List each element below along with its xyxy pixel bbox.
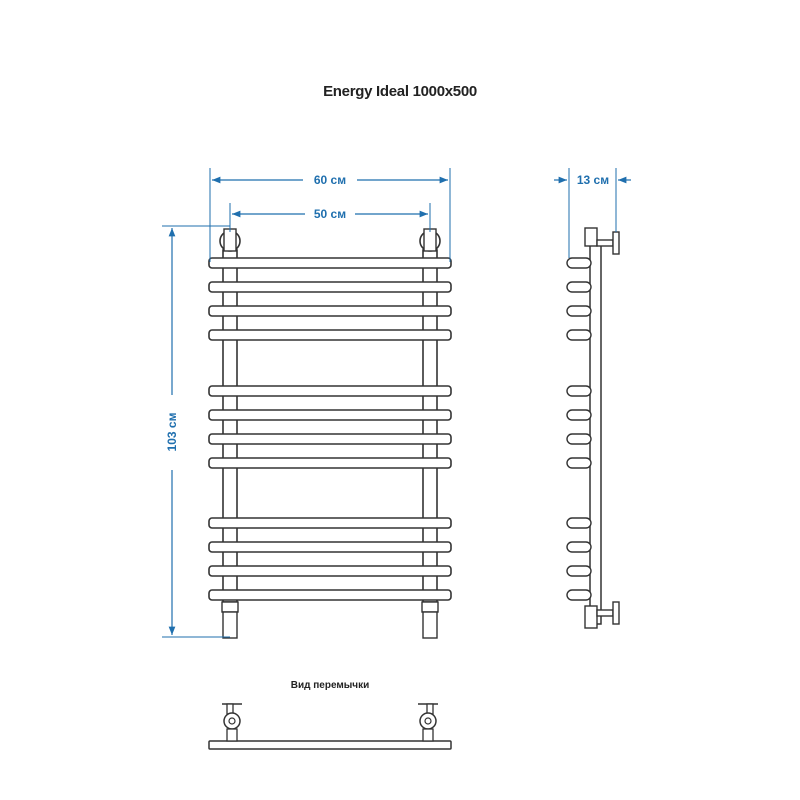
side-bar-1 — [566, 257, 592, 269]
front-bar-9 — [208, 517, 452, 529]
jumper-right-valve — [418, 703, 438, 742]
front-bar-1 — [208, 257, 452, 269]
front-bar-2 — [208, 281, 452, 293]
side-bar-4 — [566, 329, 592, 341]
dimension-height: 103 см — [162, 225, 230, 638]
overall-width-label: 60 см — [314, 173, 346, 187]
side-top-tap — [584, 227, 620, 255]
diagram-title: Energy Ideal 1000x500 — [323, 83, 477, 100]
side-bar-9 — [566, 517, 592, 529]
side-bar-11 — [566, 565, 592, 577]
front-bar-11 — [208, 565, 452, 577]
top-right-connector — [419, 228, 441, 252]
side-view — [566, 227, 620, 629]
axis-width-label: 50 см — [314, 207, 346, 221]
front-bar-6 — [208, 409, 452, 421]
side-bar-3 — [566, 305, 592, 317]
front-bar-5 — [208, 385, 452, 397]
side-bar-5 — [566, 385, 592, 397]
side-collector — [589, 243, 602, 625]
height-label: 103 см — [165, 412, 179, 451]
dimension-overall-width: 60 см — [209, 168, 451, 262]
side-bar-8 — [566, 457, 592, 469]
front-view — [208, 228, 452, 639]
front-bars — [208, 257, 452, 601]
side-bars — [566, 257, 592, 601]
dimension-axis-width: 50 см — [229, 203, 431, 232]
bottom-left-pipe — [221, 601, 239, 639]
front-bar-10 — [208, 541, 452, 553]
side-bar-6 — [566, 409, 592, 421]
front-bar-12 — [208, 589, 452, 601]
top-left-connector — [219, 228, 241, 252]
side-bar-2 — [566, 281, 592, 293]
bottom-right-pipe — [421, 601, 439, 639]
side-bar-7 — [566, 433, 592, 445]
side-bar-12 — [566, 589, 592, 601]
side-bar-10 — [566, 541, 592, 553]
dimension-depth: 13 см — [554, 168, 631, 258]
front-bar-4 — [208, 329, 452, 341]
side-bottom-tap — [584, 601, 620, 629]
jumper-left-valve — [222, 703, 242, 742]
front-bar-8 — [208, 457, 452, 469]
depth-label: 13 см — [577, 173, 609, 187]
jumper-view-caption: Вид перемычки — [291, 680, 370, 691]
jumper-view — [208, 703, 452, 750]
jumper-bar — [208, 740, 452, 750]
front-bar-7 — [208, 433, 452, 445]
front-bar-3 — [208, 305, 452, 317]
